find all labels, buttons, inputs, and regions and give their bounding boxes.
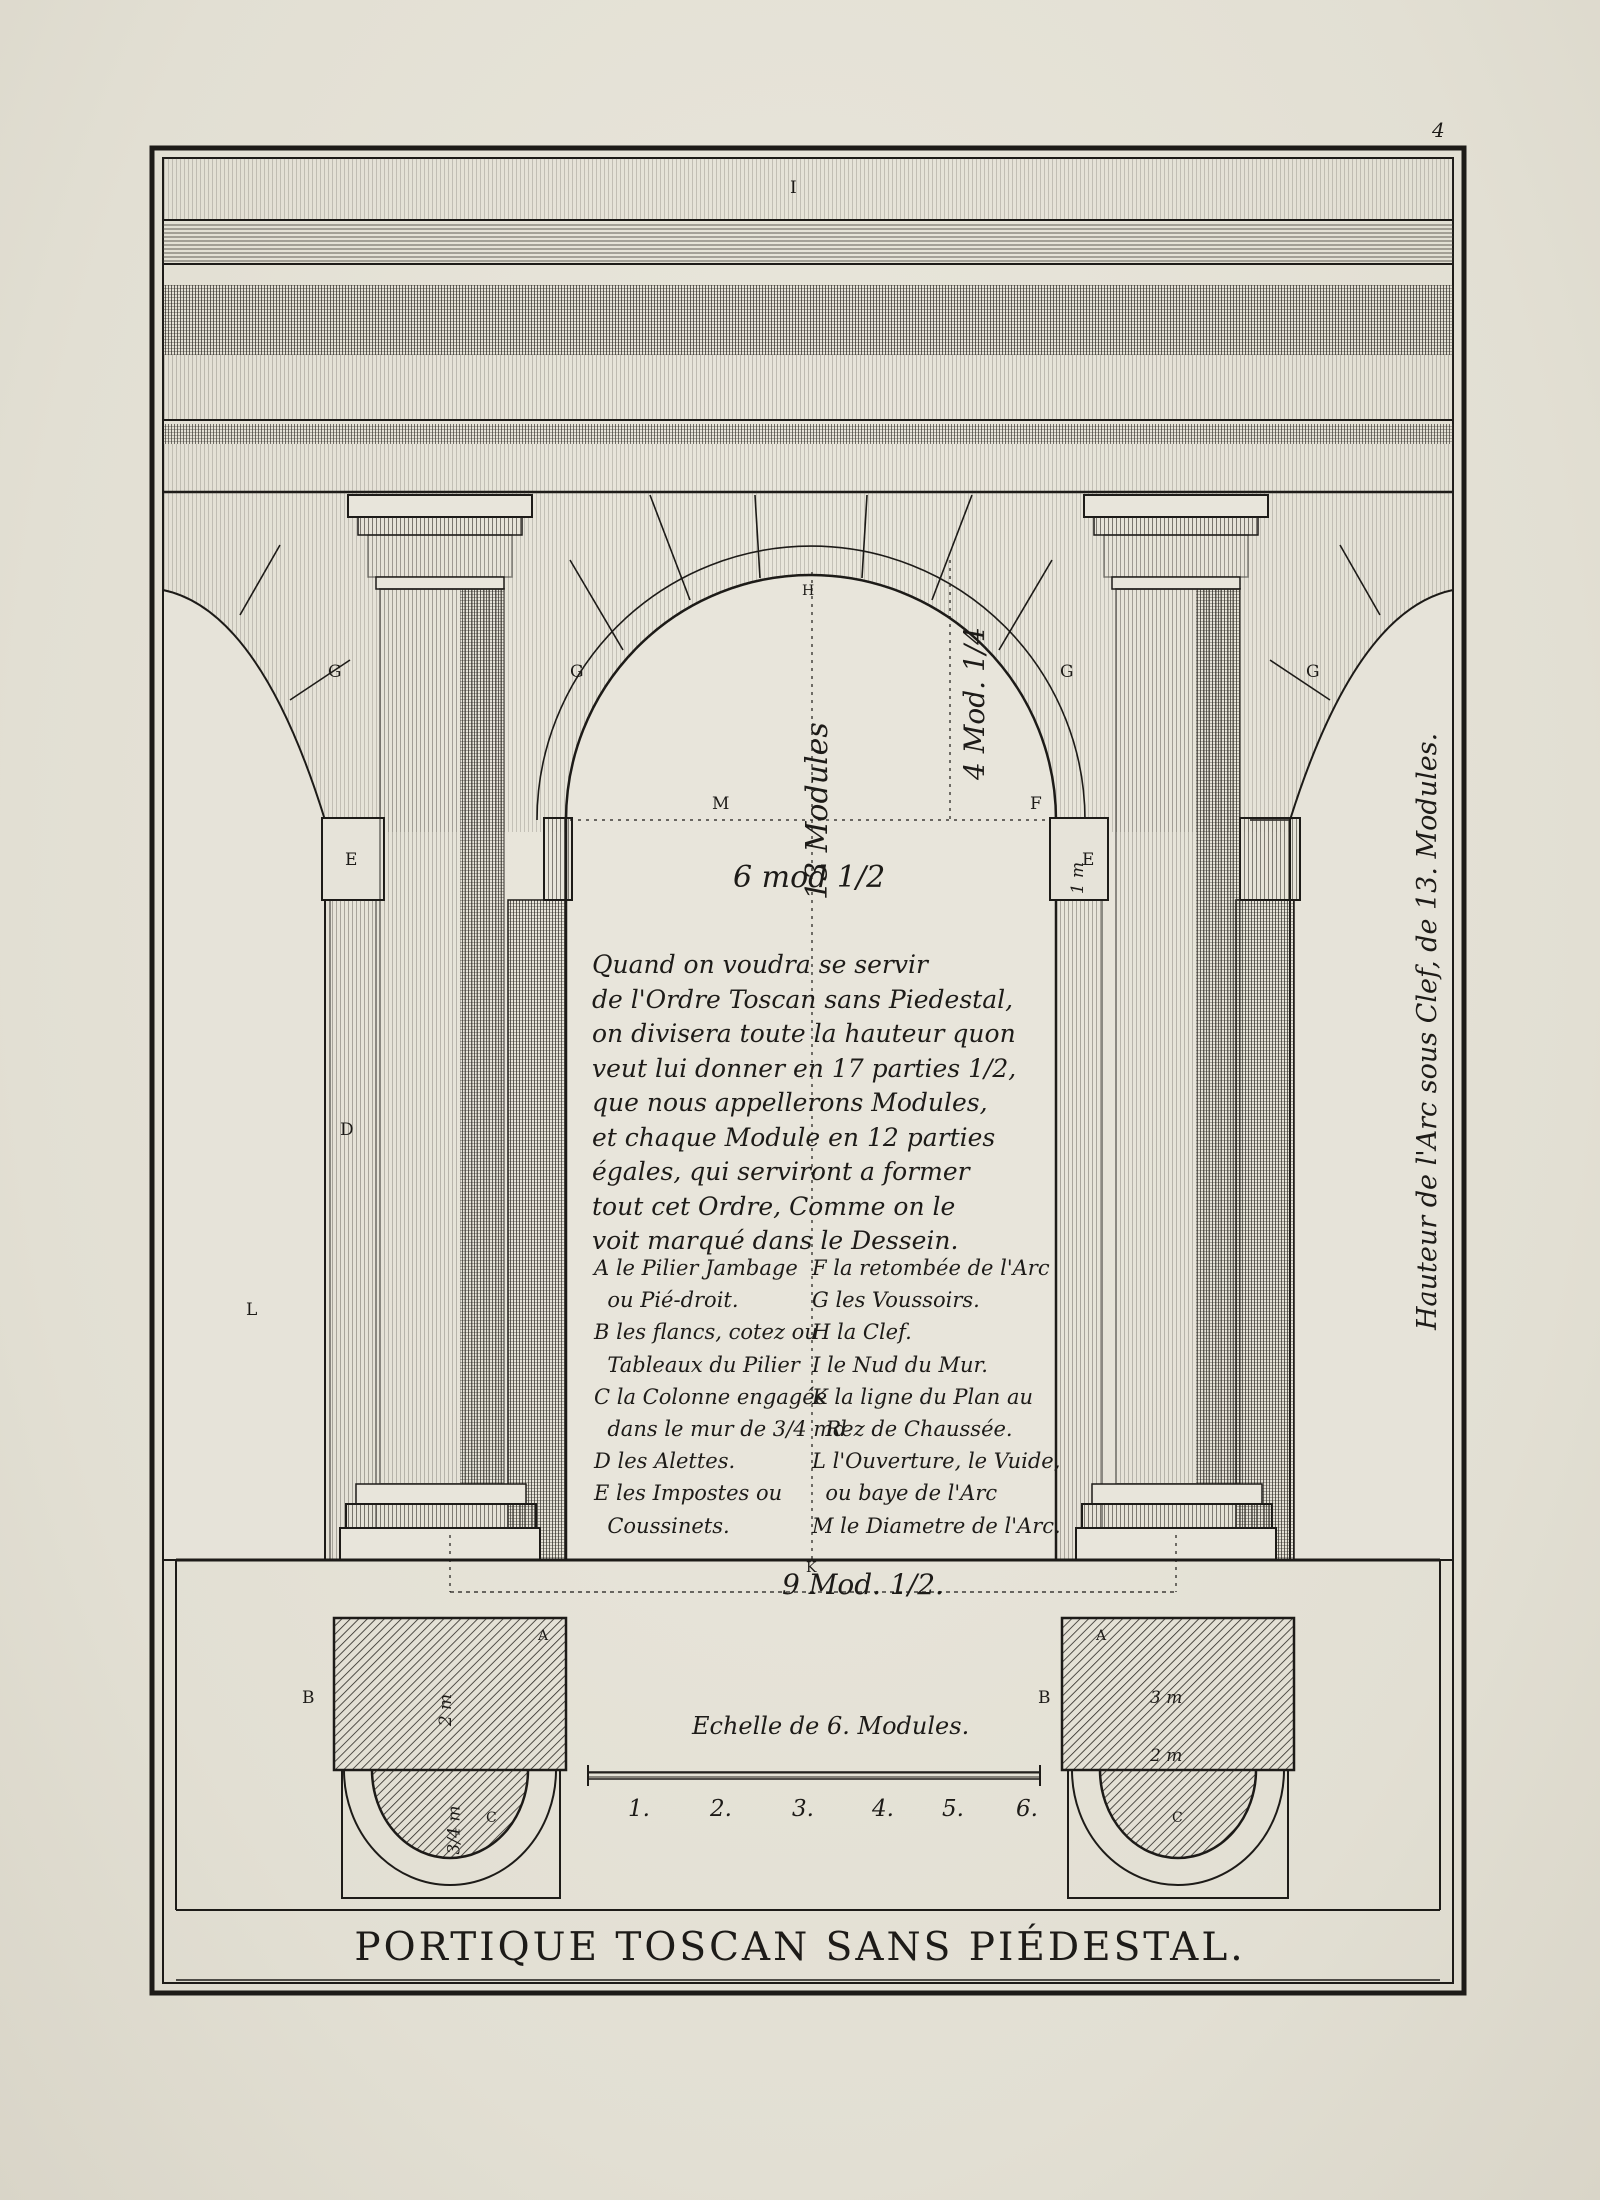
scale-bar <box>587 1765 1041 1786</box>
impost-right-outer <box>1239 817 1301 901</box>
dimension-opening-width: 6 mod 1/2 <box>733 860 886 895</box>
dimension-axis-span: 9 Mod. 1/2. <box>782 1568 944 1601</box>
letter-a-1: A <box>538 1628 549 1644</box>
letter-k: K <box>806 1560 817 1576</box>
legend-right-column: F la retombée de l'Arc G les Voussoirs. … <box>812 1256 1061 1538</box>
page-number: 4 <box>1432 118 1445 142</box>
plate-title: PORTIQUE TOSCAN SANS PIÉDESTAL. <box>354 1925 1246 1970</box>
letter-g-1: G <box>328 662 342 682</box>
letter-a-2: A <box>1096 1628 1107 1644</box>
plan-right <box>1060 1616 1296 1899</box>
scale-tick-6: 6. <box>1016 1796 1038 1822</box>
letter-g-4: G <box>1306 662 1320 682</box>
letter-c-1: C <box>486 1810 497 1826</box>
scale-tick-5: 5. <box>942 1796 964 1822</box>
measure-2m-left: 2 m <box>436 1693 457 1727</box>
entablature <box>163 158 1453 494</box>
measure-3m: 3 m <box>1150 1688 1183 1708</box>
alette-left <box>329 899 377 1561</box>
letter-m: M <box>712 794 730 814</box>
dimension-arch-radius: 4 Mod. 1/4 <box>958 626 991 780</box>
scale-tick-1: 1. <box>628 1796 650 1822</box>
alette-left-shadow <box>507 899 567 1561</box>
measure-1m: 1 m <box>1068 861 1089 895</box>
letter-h: H <box>802 583 815 599</box>
letter-f: F <box>1030 794 1042 814</box>
letter-d: D <box>340 1120 354 1140</box>
legend-left-column: A le Pilier Jambage ou Pié-droit. B les … <box>594 1256 847 1538</box>
letter-i: I <box>790 178 797 198</box>
impost-left-outer <box>321 817 385 901</box>
letter-e-2: E <box>1082 850 1095 870</box>
outer-frame <box>149 145 1467 1996</box>
letter-g-2: G <box>570 662 584 682</box>
center-arch-opening <box>564 573 1058 1562</box>
scale-tick-3: 3. <box>792 1796 814 1822</box>
measure-three-quarter-m: 3/4 m <box>444 1805 465 1855</box>
scale-tick-4: 4. <box>872 1796 894 1822</box>
alette-right-shadow <box>1235 899 1295 1561</box>
scale-title: Echelle de 6. Modules. <box>692 1712 970 1740</box>
impost-center-left <box>543 817 573 901</box>
alette-right <box>1055 899 1103 1561</box>
letter-l: L <box>246 1300 258 1320</box>
vertical-caption: Hauteur de l'Arc sous Clef, de 13. Modul… <box>1412 732 1443 1330</box>
letter-b-1: B <box>302 1688 315 1708</box>
plan-left <box>332 1616 568 1899</box>
letter-b-2: B <box>1038 1688 1051 1708</box>
description-paragraph: Quand on voudra se servir de l'Ordre Tos… <box>592 950 1017 1255</box>
letter-c-2: C <box>1172 1810 1183 1826</box>
measure-2m: 2 m <box>1150 1746 1183 1766</box>
column-left <box>339 494 541 1561</box>
letter-e-1: E <box>345 850 358 870</box>
scale-tick-2: 2. <box>710 1796 732 1822</box>
column-right <box>1075 494 1277 1561</box>
dimension-lines <box>449 560 1177 1593</box>
letter-g-3: G <box>1060 662 1074 682</box>
